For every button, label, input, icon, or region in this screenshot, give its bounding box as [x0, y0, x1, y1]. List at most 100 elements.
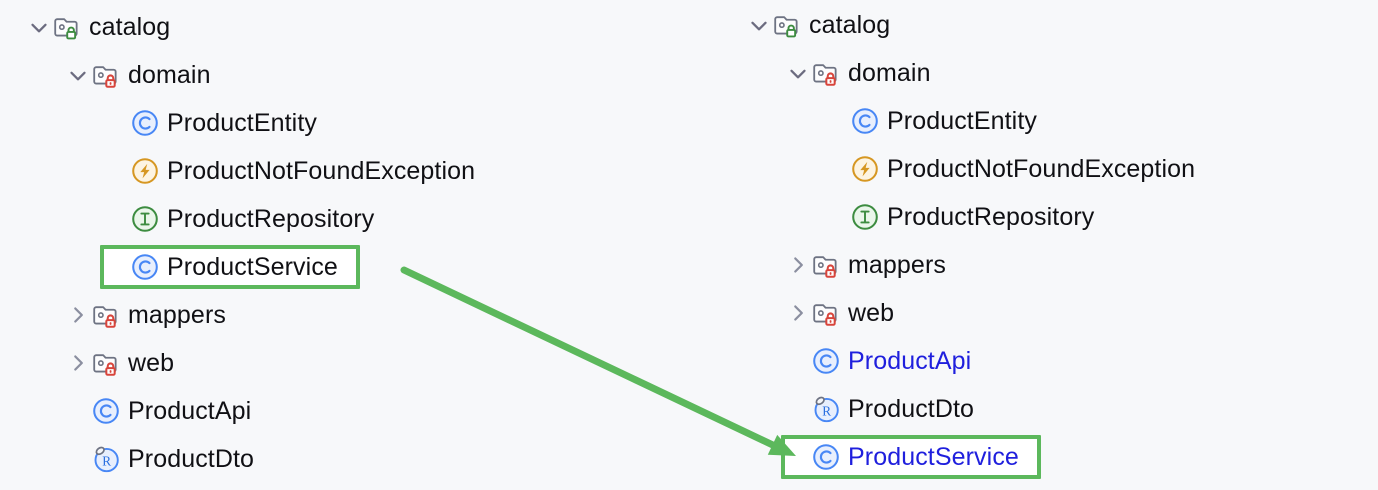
tree-node-productapi[interactable]: ProductApi	[65, 387, 251, 435]
java-class-icon	[811, 346, 841, 376]
java-class-icon	[811, 442, 841, 472]
chevron-right-icon[interactable]	[785, 300, 811, 326]
tree-node-productrepository[interactable]: ProductRepository	[104, 195, 374, 243]
package-folder-private-icon	[811, 298, 841, 328]
tree-node-mappers[interactable]: mappers	[65, 291, 226, 339]
chevron-down-icon	[785, 60, 811, 86]
chevron-right-icon	[65, 350, 91, 376]
tree-node-label: mappers	[128, 301, 226, 329]
tree-node-productentity[interactable]: ProductEntity	[104, 99, 317, 147]
tree-node-label: ProductDto	[128, 445, 255, 473]
java-interface-icon	[850, 202, 880, 232]
tree-node-label: ProductService	[167, 253, 338, 281]
java-class-icon	[811, 346, 841, 376]
tree-node-productdto[interactable]: ProductDto	[785, 385, 974, 433]
tree-expander-placeholder	[785, 348, 811, 374]
java-class-icon	[91, 396, 121, 426]
package-folder-private-icon	[811, 58, 841, 88]
tree-node-label: web	[128, 349, 175, 377]
java-record-icon	[811, 394, 841, 424]
package-folder-private-icon	[91, 60, 121, 90]
tree-node-label: domain	[128, 61, 211, 89]
tree-expander-placeholder	[104, 158, 130, 184]
tree-expander-placeholder	[104, 110, 130, 136]
tree-node-label: ProductNotFoundException	[887, 155, 1196, 183]
chevron-right-icon[interactable]	[65, 350, 91, 376]
package-folder-private-icon	[91, 300, 121, 330]
tree-node-label: catalog	[89, 13, 171, 41]
chevron-right-icon	[785, 300, 811, 326]
tree-node-catalog[interactable]: catalog	[746, 1, 890, 49]
chevron-right-icon	[65, 302, 91, 328]
package-folder-private-icon	[811, 250, 841, 280]
chevron-right-icon	[785, 252, 811, 278]
java-exception-icon	[130, 156, 160, 186]
tree-expander-placeholder	[785, 444, 811, 470]
tree-node-mappers[interactable]: mappers	[785, 241, 946, 289]
tree-node-label: ProductRepository	[887, 203, 1095, 231]
tree-node-web[interactable]: web	[785, 289, 894, 337]
tree-node-label: ProductRepository	[167, 205, 375, 233]
tree-node-label: ProductEntity	[167, 109, 317, 137]
tree-node-productservice[interactable]: ProductService	[785, 433, 1019, 481]
package-folder-public-icon	[52, 12, 82, 42]
tree-node-productrepository[interactable]: ProductRepository	[824, 193, 1094, 241]
tree-node-label: web	[848, 299, 895, 327]
tree-node-productentity[interactable]: ProductEntity	[824, 97, 1037, 145]
package-folder-private-icon	[91, 348, 121, 378]
tree-node-productnotfoundexception[interactable]: ProductNotFoundException	[104, 147, 475, 195]
chevron-down-icon[interactable]	[746, 12, 772, 38]
chevron-down-icon[interactable]	[26, 14, 52, 40]
java-exception-icon	[850, 154, 880, 184]
tree-expander-placeholder	[785, 396, 811, 422]
tree-node-label: domain	[848, 59, 931, 87]
tree-node-web[interactable]: web	[65, 339, 174, 387]
java-interface-icon	[130, 204, 160, 234]
tree-node-label: ProductNotFoundException	[167, 157, 476, 185]
tree-expander-placeholder	[104, 206, 130, 232]
tree-node-label: catalog	[809, 11, 891, 39]
package-folder-private-icon	[811, 250, 841, 280]
package-folder-private-icon	[91, 60, 121, 90]
java-class-icon	[850, 106, 880, 136]
chevron-down-icon	[26, 14, 52, 40]
chevron-right-icon[interactable]	[785, 252, 811, 278]
chevron-down-icon	[746, 12, 772, 38]
package-folder-private-icon	[91, 348, 121, 378]
java-record-icon	[811, 394, 841, 424]
chevron-down-icon	[65, 62, 91, 88]
chevron-down-icon[interactable]	[785, 60, 811, 86]
java-class-icon	[130, 252, 160, 282]
chevron-right-icon[interactable]	[65, 302, 91, 328]
tree-node-catalog[interactable]: catalog	[26, 3, 170, 51]
java-record-icon	[91, 444, 121, 474]
java-class-icon	[130, 108, 160, 138]
tree-node-label: ProductApi	[128, 397, 252, 425]
tree-node-productapi[interactable]: ProductApi	[785, 337, 971, 385]
java-class-icon	[130, 252, 160, 282]
java-class-icon	[811, 442, 841, 472]
tree-node-label: ProductApi	[848, 347, 972, 375]
tree-node-productservice[interactable]: ProductService	[104, 243, 338, 291]
tree-expander-placeholder	[104, 254, 130, 280]
tree-node-label: ProductService	[848, 443, 1019, 471]
tree-expander-placeholder	[65, 398, 91, 424]
java-class-icon	[91, 396, 121, 426]
package-folder-private-icon	[91, 300, 121, 330]
java-class-icon	[130, 108, 160, 138]
java-record-icon	[91, 444, 121, 474]
java-exception-icon	[850, 154, 880, 184]
tree-expander-placeholder	[824, 108, 850, 134]
java-interface-icon	[130, 204, 160, 234]
java-exception-icon	[130, 156, 160, 186]
package-folder-public-icon	[772, 10, 802, 40]
package-folder-private-icon	[811, 58, 841, 88]
tree-node-label: ProductDto	[848, 395, 975, 423]
tree-node-productnotfoundexception[interactable]: ProductNotFoundException	[824, 145, 1195, 193]
tree-node-domain[interactable]: domain	[65, 51, 211, 99]
tree-node-domain[interactable]: domain	[785, 49, 931, 97]
chevron-down-icon[interactable]	[65, 62, 91, 88]
tree-node-productdto[interactable]: ProductDto	[65, 435, 254, 483]
